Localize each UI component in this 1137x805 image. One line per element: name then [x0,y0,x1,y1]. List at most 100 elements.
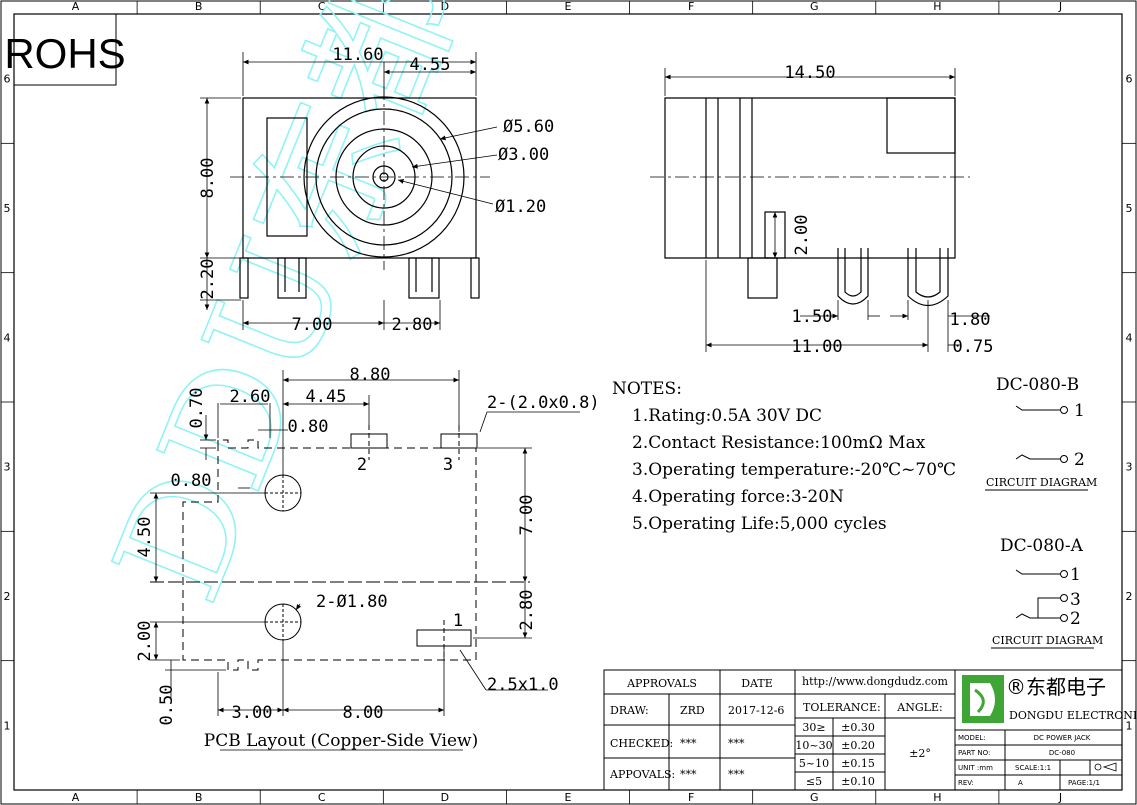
dim-pcb-bottom2: 0.50 [157,685,177,726]
dim-mid-dia: Ø3.00 [498,145,549,165]
dim-pcb-a: 2.60 [230,387,271,407]
dim-side-span: 11.00 [791,337,842,357]
dim-pcb-right: 2.80 [517,590,537,631]
grid-col-label: J [1058,791,1062,804]
projection-symbol-icon [1094,762,1117,772]
dim-side-length: 14.50 [784,63,835,83]
grid-col-label: G [810,0,819,13]
grid-col-label: F [688,791,694,804]
grid-col-label: D [441,0,449,13]
side-view [650,97,970,307]
circuit-a-pin3: 3 [1070,590,1081,610]
pcb-pin-2: 2 [357,455,367,475]
tb-appovals: APPOVALS: [609,768,675,781]
dim-side-height: 2.00 [792,215,812,256]
side-view-dimensions [664,68,990,352]
tb-draw: DRAW: [610,704,649,717]
grid-col-label: C [318,0,326,13]
tb-page: PAGE:1/1 [1068,779,1100,787]
circuit-a-label: CIRCUIT DIAGRAM [992,634,1103,647]
company-name-en: DONGDU ELECTRONICS [1009,709,1137,722]
note-item: 1.Rating:0.5A 30V DC [632,406,822,426]
grid-col-label: E [565,0,572,13]
dim-side-pin1: 1.50 [792,307,833,327]
title-block [603,669,1123,791]
front-view [230,86,490,299]
grid-col-label: F [688,0,694,13]
grid-col-label: B [195,0,203,13]
grid-row-label: 6 [1126,73,1133,86]
dim-pcb-slot: 2-(2.0x0.8) [487,393,600,413]
dim-pcb-pad: 2.5x1.0 [487,675,559,695]
dim-pcb-bx2: 8.00 [343,703,384,723]
tolerance-range: 5~10 [799,757,829,770]
note-item: 5.Operating Life:5,000 cycles [632,514,887,534]
front-view-dimensions [200,52,498,330]
rohs-box [13,13,117,86]
grid-row-label: 2 [4,590,11,603]
tb-scale: SCALE:1:1 [1015,764,1051,772]
grid-col-label: E [565,791,572,804]
tolerance-range: ≤5 [806,775,822,788]
note-item: 2.Contact Resistance:100mΩ Max [632,433,926,453]
grid-row-label: 1 [1126,719,1133,732]
dim-pin-span: 7.00 [292,315,333,335]
tb-angle: ANGLE: [896,701,942,714]
dim-side-pin2: 1.80 [950,310,991,330]
note-item: 3.Operating temperature:-20℃~70℃ [632,460,956,480]
dim-pin-length: 2.20 [198,259,218,300]
dim-pcb-bottom: 2.00 [135,621,155,662]
tb-model-val: DC POWER JACK [1034,734,1091,742]
dim-front-height: 8.00 [198,158,218,199]
grid-col-label: G [810,791,819,804]
grid-col-label: A [72,0,80,13]
dim-front-width: 11.60 [332,45,383,65]
tolerance-range: 30≥ [802,721,825,734]
company-name-cn: ®东都电子 [1006,675,1106,699]
circuit-b-pin1: 1 [1074,401,1085,421]
grid-col-label: H [933,0,941,13]
dim-pin-offset: 2.80 [392,315,433,335]
circuit-b-label: CIRCUIT DIAGRAM [986,476,1097,489]
grid-row-label: 3 [1126,461,1133,474]
tb-check-date: *** [728,737,745,750]
dim-pcb-bx1: 3.00 [232,703,273,723]
circuit-a-model: DC-080-A [1000,536,1084,556]
dim-outer-dia: Ø5.60 [503,117,554,137]
tb-approver: *** [680,768,697,781]
tb-part-key: PART NO: [958,749,990,757]
dim-pcb-d: 0.80 [288,417,329,437]
dim-pcb-c: 0.70 [187,388,207,429]
dim-pcb-left: 4.50 [135,517,155,558]
tb-rev-key: REV: [958,779,974,787]
dim-front-partial: 4.55 [410,55,451,75]
tb-rev-val: A [1018,779,1023,787]
tb-part-val: DC-080 [1049,749,1075,757]
circuit-a-pin1: 1 [1070,565,1081,585]
circuit-b-model: DC-080-B [996,375,1079,395]
circuit-diagram-b [985,405,1088,491]
grid-col-label: B [195,791,203,804]
tolerance-value: ±0.10 [841,775,875,788]
tolerance-value: ±0.15 [841,757,875,770]
company-logo [962,675,1004,723]
tolerance-value: ±0.30 [841,721,875,734]
rohs-label: ROHS [4,30,125,77]
tb-approvals: APPROVALS [626,677,697,690]
dim-side-offset: 0.75 [953,337,994,357]
circuit-b-pin2: 2 [1074,450,1085,470]
grid-col-label: A [72,791,80,804]
tb-checker: *** [680,737,697,750]
tb-tolerance: TOLERANCE: [803,701,881,714]
tb-draw-date: 2017-12-6 [728,704,784,717]
notes-title: NOTES: [612,379,682,399]
tb-unit: UNIT :mm [958,764,993,772]
pcb-pin-1: 1 [453,611,463,631]
dim-pcb-total: 8.80 [350,365,391,385]
dim-pcb-e: 0.80 [171,471,212,491]
circuit-a-pin2: 2 [1070,609,1081,629]
tb-date: DATE [741,677,773,690]
note-item: 4.Operating force:3-20N [632,487,844,507]
